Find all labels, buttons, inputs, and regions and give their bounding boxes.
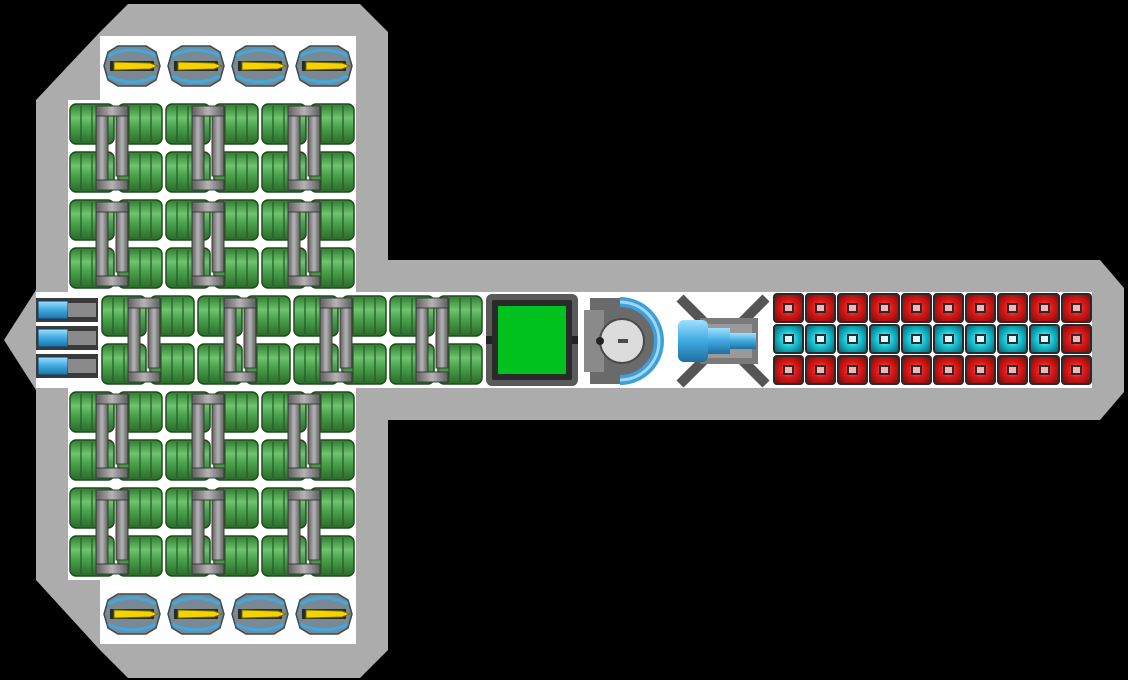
reactor-pipe-icon[interactable] — [165, 199, 259, 289]
reactor-pipe-icon[interactable] — [69, 103, 163, 193]
reactor-pipe-icon[interactable] — [101, 295, 195, 385]
nozzle-icon[interactable] — [36, 326, 98, 350]
reactor-pipe-icon[interactable] — [165, 391, 259, 481]
laser-module-icon[interactable] — [1061, 355, 1092, 385]
laser-module-icon[interactable] — [773, 324, 804, 354]
reactor-spine — [101, 295, 483, 385]
laser-module-icon[interactable] — [869, 324, 900, 354]
shield-generator-icon[interactable] — [584, 297, 664, 385]
laser-module-icon[interactable] — [1061, 324, 1092, 354]
reactor-pipe-icon[interactable] — [261, 391, 355, 481]
thruster-icon[interactable] — [231, 593, 289, 635]
laser-module-icon[interactable] — [1061, 293, 1092, 323]
reactor-pipe-icon[interactable] — [165, 487, 259, 577]
laser-module-icon[interactable] — [837, 293, 868, 323]
laser-module-icon[interactable] — [933, 293, 964, 323]
laser-module-icon[interactable] — [773, 293, 804, 323]
laser-module-icon[interactable] — [997, 355, 1028, 385]
laser-module-icon[interactable] — [1029, 324, 1060, 354]
reactor-pipe-icon[interactable] — [69, 487, 163, 577]
laser-module-icon[interactable] — [997, 324, 1028, 354]
laser-module-icon[interactable] — [805, 324, 836, 354]
laser-module-icon[interactable] — [965, 355, 996, 385]
reactor-pipe-icon[interactable] — [69, 199, 163, 289]
bridge-screen-icon[interactable] — [486, 294, 578, 386]
laser-module-icon[interactable] — [869, 355, 900, 385]
laser-module-icon[interactable] — [1029, 355, 1060, 385]
reactor-pipe-icon[interactable] — [293, 295, 387, 385]
laser-module-icon[interactable] — [997, 293, 1028, 323]
laser-module-icon[interactable] — [901, 293, 932, 323]
engines-top — [103, 45, 353, 87]
reactor-top — [69, 103, 355, 289]
nozzle-icon[interactable] — [36, 298, 98, 322]
reactor-pipe-icon[interactable] — [261, 103, 355, 193]
laser-module-icon[interactable] — [933, 355, 964, 385]
laser-module-icon[interactable] — [837, 355, 868, 385]
nozzle-icon[interactable] — [36, 354, 98, 378]
thruster-icon[interactable] — [295, 45, 353, 87]
reactor-pipe-icon[interactable] — [261, 487, 355, 577]
reactor-pipe-icon[interactable] — [389, 295, 483, 385]
reactor-pipe-icon[interactable] — [261, 199, 355, 289]
laser-module-icon[interactable] — [773, 355, 804, 385]
thruster-icon[interactable] — [167, 593, 225, 635]
thruster-icon[interactable] — [103, 593, 161, 635]
laser-module-icon[interactable] — [869, 293, 900, 323]
thruster-icon[interactable] — [295, 593, 353, 635]
laser-module-icon[interactable] — [901, 324, 932, 354]
laser-module-icon[interactable] — [837, 324, 868, 354]
reactor-bottom — [69, 391, 355, 577]
cannon-icon[interactable] — [676, 294, 770, 388]
thruster-icon[interactable] — [231, 45, 289, 87]
laser-module-icon[interactable] — [965, 324, 996, 354]
laser-module-icon[interactable] — [965, 293, 996, 323]
laser-module-icon[interactable] — [933, 324, 964, 354]
laser-module-icon[interactable] — [805, 293, 836, 323]
reactor-pipe-icon[interactable] — [165, 103, 259, 193]
thruster-icon[interactable] — [167, 45, 225, 87]
laser-module-icon[interactable] — [901, 355, 932, 385]
laser-module-icon[interactable] — [805, 355, 836, 385]
engines-bottom — [103, 593, 353, 635]
reactor-pipe-icon[interactable] — [197, 295, 291, 385]
laser-module-icon[interactable] — [1029, 293, 1060, 323]
thruster-icon[interactable] — [103, 45, 161, 87]
weapon-grid — [773, 293, 1092, 385]
rear-nozzles — [36, 298, 98, 378]
reactor-pipe-icon[interactable] — [69, 391, 163, 481]
